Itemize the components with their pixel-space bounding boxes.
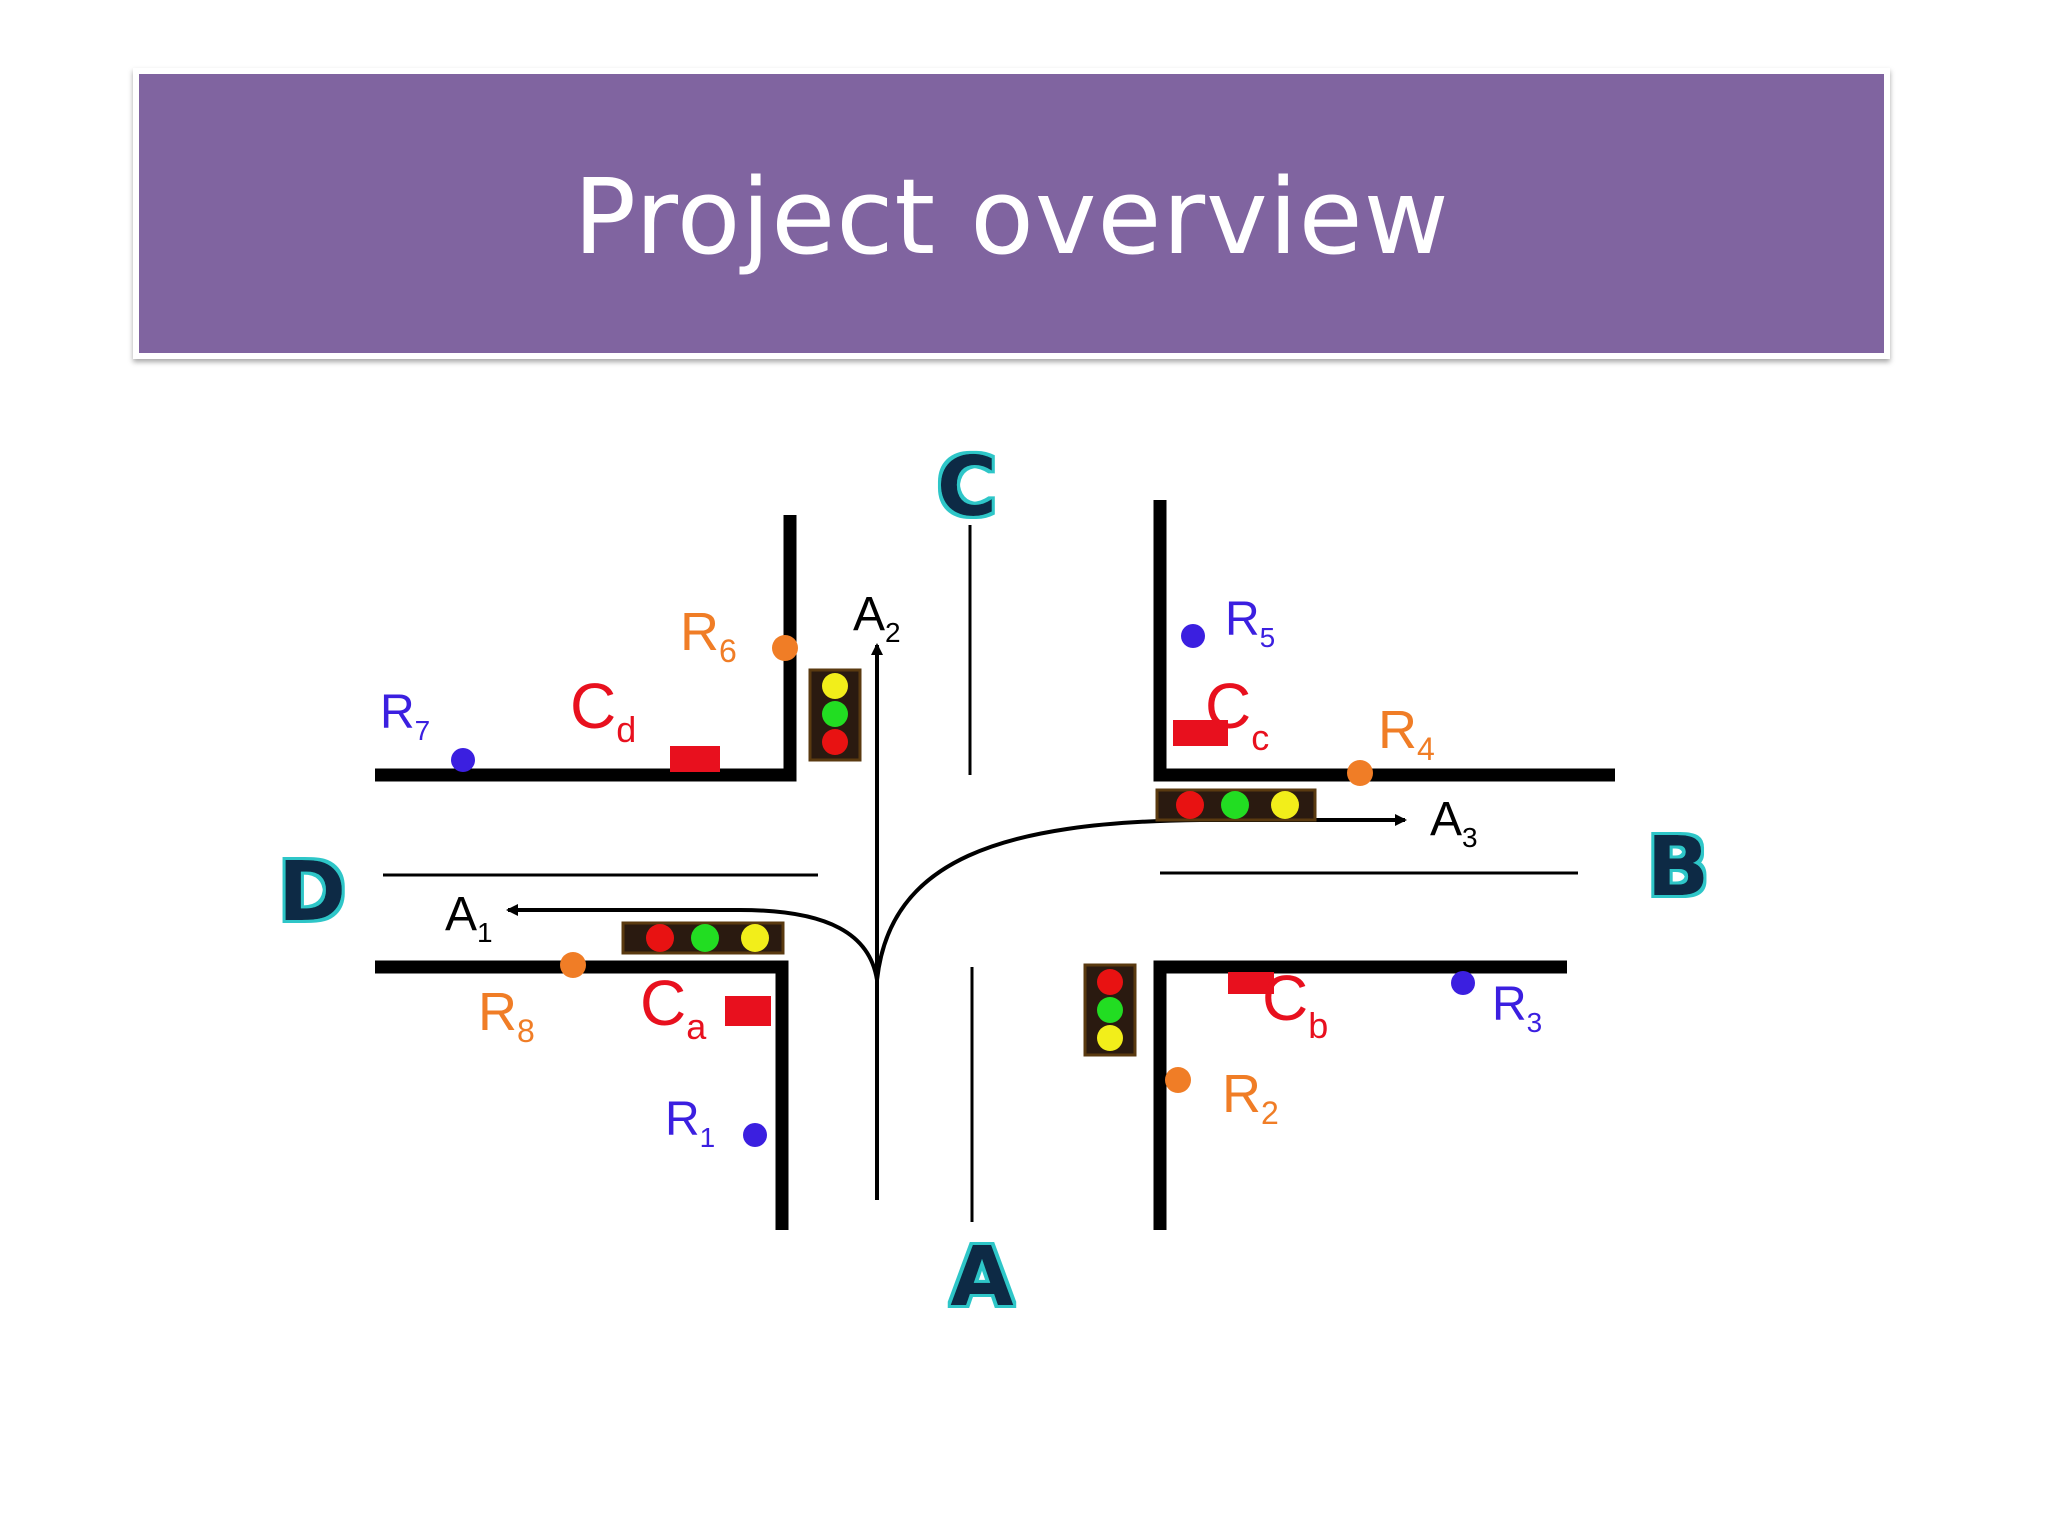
blue-sensor-labels: R5 R7 R3 R1 — [380, 593, 1542, 1153]
traffic-light-south — [1083, 963, 1137, 1057]
curb-top-right — [1153, 500, 1615, 782]
camera-ca-marker — [725, 996, 771, 1026]
camera-cd-marker — [670, 746, 720, 772]
camera-ca-label: Ca — [640, 967, 707, 1047]
curb-top-left — [375, 515, 797, 782]
arrow-labels: A2 A3 A1 — [445, 588, 1478, 948]
sensor-r8-dot — [560, 952, 586, 978]
traffic-light-north — [808, 668, 862, 762]
arrow-a1-path — [506, 904, 879, 981]
sensor-r2-dot — [1165, 1067, 1191, 1093]
sensor-r4-dot — [1347, 760, 1373, 786]
sensor-r1-dot — [743, 1123, 767, 1147]
road-curbs — [375, 500, 1615, 1230]
sensor-r6-label: R6 — [680, 602, 737, 669]
sensor-r4-label: R4 — [1378, 700, 1435, 767]
camera-cc-marker — [1173, 720, 1228, 746]
sensor-r5-dot — [1181, 624, 1205, 648]
curb-bottom-left — [375, 960, 789, 1230]
sensor-r6-dot — [772, 635, 798, 661]
slide-title: Project overview — [573, 155, 1450, 278]
traffic-light-east — [1155, 788, 1317, 822]
direction-labels: C B D A — [278, 440, 1709, 1325]
camera-cc-label: Cc — [1205, 670, 1269, 758]
sensor-dots — [451, 624, 1475, 1147]
direction-d-label: D — [278, 845, 346, 940]
traffic-light-west — [621, 921, 785, 955]
camera-cb-marker — [1228, 972, 1274, 994]
arrow-a1-label: A1 — [445, 888, 493, 948]
direction-a-label: A — [950, 1230, 1014, 1325]
curb-bottom-right — [1153, 960, 1567, 1230]
arrow-a3-label: A3 — [1430, 793, 1478, 853]
direction-c-label: C — [937, 440, 997, 535]
camera-cd-label: Cd — [570, 670, 636, 750]
traffic-lights — [621, 668, 1317, 1057]
flow-arrows — [506, 643, 1407, 1200]
sensor-r7-label: R7 — [380, 686, 430, 746]
sensor-r7-dot — [451, 748, 475, 772]
direction-b-label: B — [1647, 820, 1710, 915]
sensor-r3-dot — [1451, 971, 1475, 995]
camera-labels: Cd Cc Ca Cb — [570, 670, 1328, 1047]
center-lines — [383, 525, 1578, 1222]
camera-cb-label: Cb — [1262, 962, 1328, 1046]
title-banner: Project overview — [133, 68, 1890, 359]
arrow-a2-label: A2 — [853, 588, 901, 648]
sensor-r2-label: R2 — [1222, 1064, 1279, 1131]
sensor-r8-label: R8 — [478, 982, 535, 1049]
cameras — [670, 720, 1274, 1026]
arrow-a3-path — [875, 814, 1407, 981]
sensor-r1-label: R1 — [665, 1093, 715, 1153]
sensor-r3-label: R3 — [1492, 978, 1542, 1038]
sensor-r5-label: R5 — [1225, 593, 1275, 653]
orange-sensor-labels: R6 R4 R8 R2 — [478, 602, 1435, 1131]
